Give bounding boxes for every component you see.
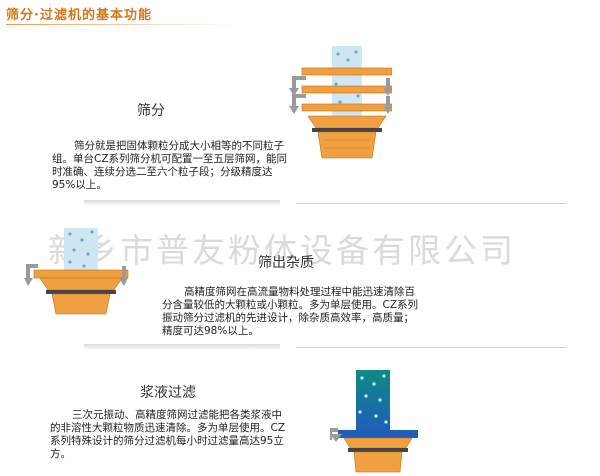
text-line: 精度可达98%以上。 [162, 325, 259, 337]
divider-shadow [84, 344, 280, 350]
section-divider [296, 347, 566, 348]
section-heading-impurity: 筛出杂质 [258, 255, 314, 271]
section-text-slurry: 三次元振动、高精度筛网过滤能把各类浆液中 的非溶性大颗粒物质迅速清除。多为单层使… [50, 409, 285, 461]
text-line: 时准确、连续分选二至六个粒子段；分级精度达 [52, 166, 273, 178]
impurity-screen-illustration [24, 228, 129, 315]
text-line: 的非溶性大颗粒物质迅速清除。多为单层使用。CZ [50, 422, 286, 434]
section-heading-sieving: 筛分 [137, 103, 165, 119]
watermark: 新乡市普友粉体设备有限公司 [48, 231, 516, 270]
page-title: 筛分·过滤机的基本功能 [6, 8, 152, 23]
section-heading-slurry: 浆液过滤 [140, 385, 196, 401]
sieve-machine-illustration [289, 46, 392, 159]
section-divider [296, 203, 566, 204]
text-line: 振动筛分过滤机的先进设计，除杂质高效率，高质量； [162, 312, 414, 324]
text-line: 筛分就是把固体颗粒分成大小相等的不同粒子 [74, 140, 284, 152]
text-line: 三次元振动、高精度筛网过滤能把各类浆液中 [72, 409, 282, 421]
section-text-sieving: 筛分就是把固体颗粒分成大小相等的不同粒子 组。单台CZ系列筛分机可配置一至五层筛… [52, 140, 287, 192]
text-line: 系列特殊设计的筛分过滤机每小时过滤量高达95立 [50, 435, 284, 447]
divider-shadow [84, 200, 280, 206]
text-line: 高精度筛网在高流量物料处理过程中能迅速清除百 [184, 286, 415, 298]
title-underline [6, 24, 236, 25]
section-text-impurity: 高精度筛网在高流量物料处理过程中能迅速清除百 分含量较低的大颗粒或小颗粒。多为单… [162, 286, 418, 338]
text-line: 组。单台CZ系列筛分机可配置一至五层筛网，能同 [52, 153, 288, 165]
text-line: 分含量较低的大颗粒或小颗粒。多为单层使用。CZ系列 [162, 299, 419, 311]
text-line: 方。 [50, 448, 71, 460]
text-line: 95%以上。 [52, 179, 107, 191]
slurry-filter-illustration [330, 370, 418, 473]
